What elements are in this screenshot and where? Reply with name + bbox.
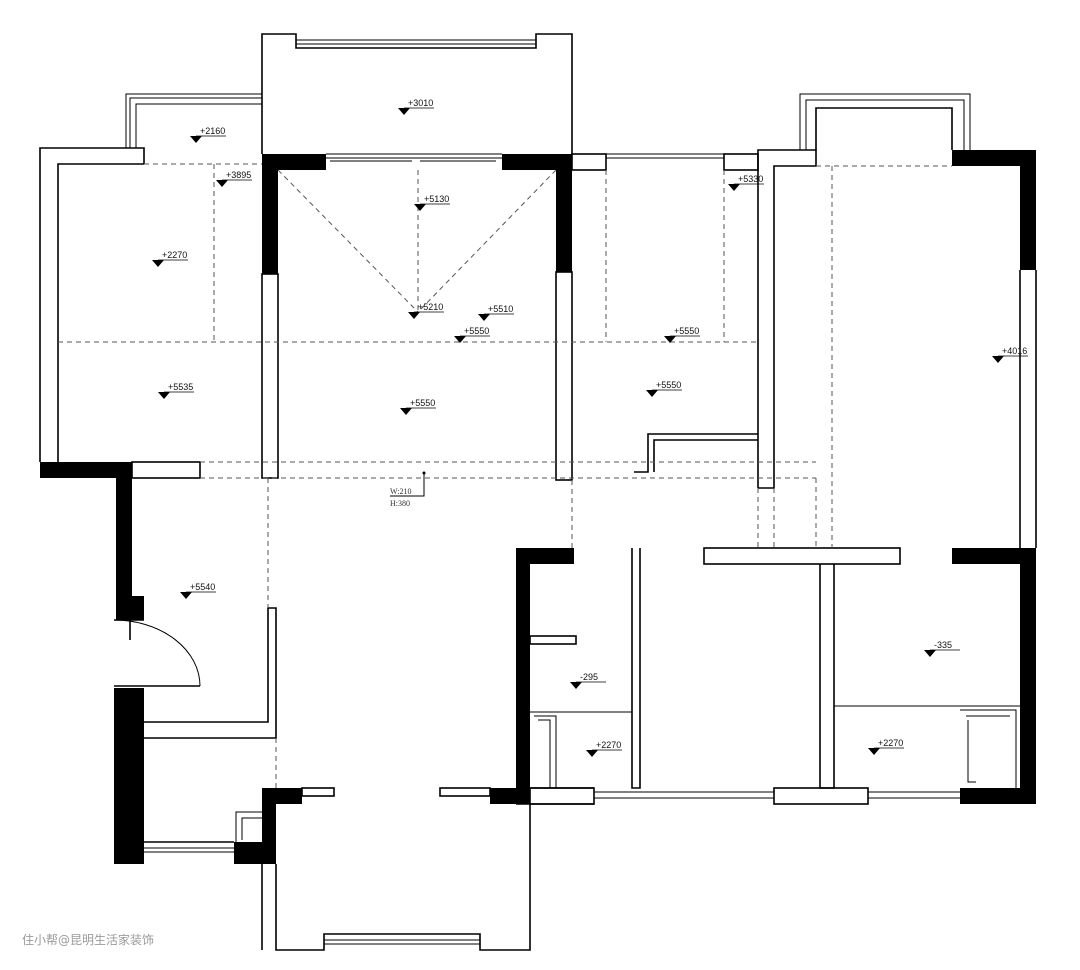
level-marker: -335 <box>924 640 960 657</box>
level-marker: +2160 <box>190 126 226 143</box>
wall-solid <box>952 548 1036 564</box>
outline-walls <box>39 33 1037 951</box>
level-marker-icon <box>728 184 740 191</box>
level-label: +2270 <box>596 740 621 750</box>
ceiling-width-label: W:210 <box>390 487 411 496</box>
watermark: 住小帮@昆明生活家装饰 <box>22 933 155 947</box>
level-marker-icon <box>180 592 192 599</box>
level-label: +2160 <box>200 126 225 136</box>
level-marker-icon <box>646 390 658 397</box>
level-marker: +5550 <box>664 326 700 343</box>
ceiling-lines <box>58 163 952 788</box>
level-marker: +5130 <box>414 194 450 211</box>
wall-solid <box>490 788 530 804</box>
level-marker: +5535 <box>158 382 194 399</box>
level-marker-icon <box>408 312 420 319</box>
level-marker-icon <box>454 336 466 343</box>
level-marker-icon <box>398 108 410 115</box>
level-marker: +5510 <box>478 304 514 321</box>
wall-solid <box>262 788 302 804</box>
level-label: +3010 <box>408 98 433 108</box>
level-marker-icon <box>868 748 880 755</box>
wall-solid <box>516 548 530 804</box>
level-marker: +3010 <box>398 98 434 115</box>
level-marker: +5210 <box>408 302 444 319</box>
level-label: -295 <box>580 672 598 682</box>
wall-solid <box>116 462 132 620</box>
level-marker-icon <box>478 314 490 321</box>
level-marker: +5550 <box>646 380 682 397</box>
level-label: +3895 <box>226 170 251 180</box>
level-marker-icon <box>586 750 598 757</box>
level-marker-icon <box>190 136 202 143</box>
wall-solid <box>262 788 276 864</box>
level-label: +5330 <box>738 174 763 184</box>
level-marker: +5550 <box>454 326 490 343</box>
level-marker: -295 <box>570 672 606 689</box>
level-marker: +5330 <box>728 174 764 191</box>
level-marker: +2270 <box>586 740 622 757</box>
level-marker-icon <box>992 356 1004 363</box>
level-label: +5210 <box>418 302 443 312</box>
wall-solid <box>262 154 278 274</box>
wall-solid <box>40 462 132 478</box>
level-marker-icon <box>158 392 170 399</box>
level-marker: +5550 <box>400 398 436 415</box>
level-marker-icon <box>216 180 228 187</box>
wall-solid <box>960 788 1036 804</box>
level-label: +5550 <box>656 380 681 390</box>
level-marker: +3895 <box>216 170 252 187</box>
ceiling-note: W:210 H:380 <box>390 471 426 508</box>
level-label: +5130 <box>424 194 449 204</box>
ceiling-height-label: H:380 <box>390 499 410 508</box>
level-label: +5550 <box>464 326 489 336</box>
level-marker: +2270 <box>152 250 188 267</box>
wall-solid <box>952 150 1036 166</box>
level-markers: +3010 +2160 +3895 +5130 +2270 +5210 +5510 +5550… <box>152 98 1028 757</box>
level-marker-icon <box>924 650 936 657</box>
level-label: +5510 <box>488 304 513 314</box>
wall-solid <box>516 548 574 564</box>
wall-solid <box>502 154 572 170</box>
level-marker-icon <box>152 260 164 267</box>
level-marker-icon <box>400 408 412 415</box>
level-label: +5535 <box>168 382 193 392</box>
level-marker-icon <box>664 336 676 343</box>
wall-solid <box>556 154 572 272</box>
level-label: +5540 <box>190 582 215 592</box>
level-label: +5550 <box>674 326 699 336</box>
level-label: +2270 <box>878 738 903 748</box>
level-label: +4016 <box>1002 346 1027 356</box>
level-marker: +4016 <box>992 346 1028 363</box>
wall-solid <box>1020 150 1036 270</box>
wall-solid <box>116 596 144 620</box>
wall-solid <box>1020 548 1036 804</box>
level-label: +2270 <box>162 250 187 260</box>
level-marker-icon <box>414 204 426 211</box>
solid-walls <box>40 150 1036 864</box>
level-label: +5550 <box>410 398 435 408</box>
level-marker: +2270 <box>868 738 904 755</box>
level-marker-icon <box>570 682 582 689</box>
level-marker: +5540 <box>180 582 216 599</box>
level-label: -335 <box>934 640 952 650</box>
wall-solid <box>114 688 144 864</box>
